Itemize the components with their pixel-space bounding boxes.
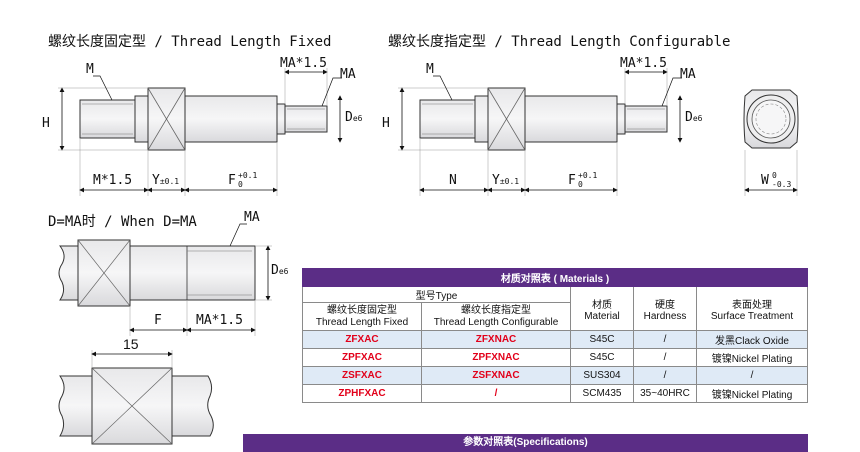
label-y: Y±0.1	[492, 173, 520, 188]
label-n: N	[449, 173, 457, 188]
drawing-end-view	[743, 89, 799, 196]
drawing-fixed	[58, 68, 343, 196]
label-d: De6	[345, 110, 363, 125]
materials-table-title: 材质对照表 ( Materials )	[302, 268, 808, 287]
label-dimension-15: 15	[123, 336, 139, 352]
label-ma: MA	[244, 210, 260, 225]
label-ma-1-5: MA*1.5	[196, 313, 243, 328]
label-f: F	[568, 173, 576, 188]
drawing-when-d-ma	[58, 223, 272, 336]
label-f: F	[154, 313, 162, 328]
label-d: De6	[271, 263, 289, 278]
label-f-tol-up: +0.1	[578, 171, 598, 180]
label-f-tol-up: +0.1	[238, 171, 258, 180]
caption-thread-length-fixed: 螺纹长度固定型 / Thread Length Fixed	[48, 34, 332, 50]
table-row: ZPHFXAC / SCM435 35~40HRC 镀镍Nickel Plati…	[302, 384, 808, 403]
table-row: ZSFXAC ZSFXNAC SUS304 / /	[302, 366, 808, 385]
label-ma: MA	[340, 67, 356, 82]
label-h: H	[42, 116, 50, 131]
label-f-tol-low: 0	[578, 180, 583, 189]
label-ma: MA	[680, 67, 696, 82]
label-f: F	[228, 173, 236, 188]
label-ma-1-5: MA*1.5	[620, 56, 667, 71]
label-w-tol-up: 0	[772, 171, 777, 180]
drawing-length-15-detail	[58, 350, 214, 445]
table-row: ZFXAC ZFXNAC S45C / 发黑Clack Oxide	[302, 330, 808, 349]
label-w: W	[761, 173, 769, 188]
label-ma-1-5: MA*1.5	[280, 56, 327, 71]
drawing-configurable	[398, 68, 683, 196]
table-row: ZPFXAC ZPFXNAC S45C / 镀镍Nickel Plating	[302, 348, 808, 367]
label-y: Y±0.1	[152, 173, 180, 188]
caption-when-d-equals-ma: D=MA时 / When D=MA	[48, 214, 197, 230]
label-w-tol-low: -0.3	[772, 180, 792, 189]
specifications-bar: 参数对照表(Specifications)	[243, 434, 808, 452]
label-m: M	[86, 62, 94, 77]
caption-thread-length-configurable: 螺纹长度指定型 / Thread Length Configurable	[388, 34, 731, 50]
label-m-1-5: M*1.5	[93, 173, 133, 188]
label-h: H	[382, 116, 390, 131]
type-header: 型号Type	[302, 286, 571, 303]
label-f-tol-low: 0	[238, 180, 243, 189]
label-d: De6	[685, 110, 703, 125]
label-m: M	[426, 62, 434, 77]
